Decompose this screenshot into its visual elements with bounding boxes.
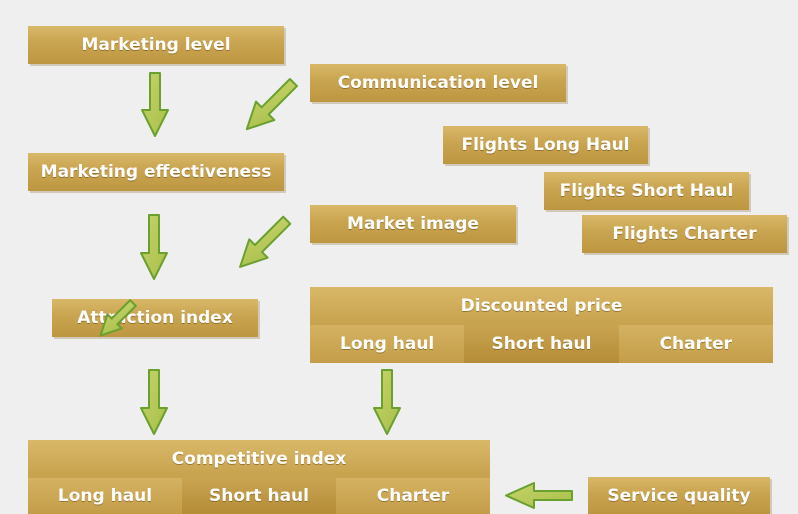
down-arrow-icon — [140, 214, 168, 280]
flights-short-haul-box: Flights Short Haul — [544, 172, 749, 210]
discounted-price-title: Discounted price — [310, 287, 773, 325]
left-arrow-icon — [505, 482, 573, 509]
marketing-effectiveness-label: Marketing effectiveness — [40, 162, 272, 182]
competitive-index-box: Competitive index Long haul Short haul C… — [28, 440, 490, 514]
flights-charter-label: Flights Charter — [612, 224, 757, 244]
discounted-price-short-haul: Short haul — [464, 325, 619, 363]
service-quality-label: Service quality — [607, 485, 751, 506]
communication-level-box: Communication level — [310, 64, 566, 102]
market-image-label: Market image — [347, 214, 479, 234]
down-arrow-icon — [140, 369, 168, 435]
flights-short-haul-label: Flights Short Haul — [559, 181, 734, 201]
diagonal-arrow-icon — [239, 215, 292, 268]
flights-long-haul-box: Flights Long Haul — [443, 126, 648, 164]
discounted-price-title-label: Discounted price — [460, 296, 623, 316]
communication-level-label: Communication level — [337, 73, 539, 93]
discounted-price-long-haul: Long haul — [310, 325, 465, 363]
competitive-index-title-label: Competitive index — [171, 449, 347, 469]
down-arrow-icon — [373, 369, 401, 435]
flights-charter-box: Flights Charter — [582, 215, 787, 253]
down-arrow-icon — [141, 72, 169, 137]
competitive-index-long-haul: Long haul — [28, 478, 182, 514]
discounted-price-charter: Charter — [618, 325, 773, 363]
discounted-price-box: Discounted price Long haul Short haul Ch… — [310, 287, 773, 363]
diagonal-arrow-icon — [245, 78, 298, 131]
marketing-level-box: Marketing level — [28, 26, 284, 64]
marketing-effectiveness-box: Marketing effectiveness — [28, 153, 284, 191]
market-image-box: Market image — [310, 205, 516, 243]
marketing-level-label: Marketing level — [81, 35, 231, 55]
competitive-index-title: Competitive index — [28, 440, 490, 478]
service-quality-box: Service quality — [588, 477, 770, 514]
diagonal-arrow-icon — [99, 299, 137, 337]
competitive-index-charter: Charter — [336, 478, 490, 514]
competitive-index-short-haul: Short haul — [182, 478, 336, 514]
flights-long-haul-label: Flights Long Haul — [461, 135, 630, 155]
